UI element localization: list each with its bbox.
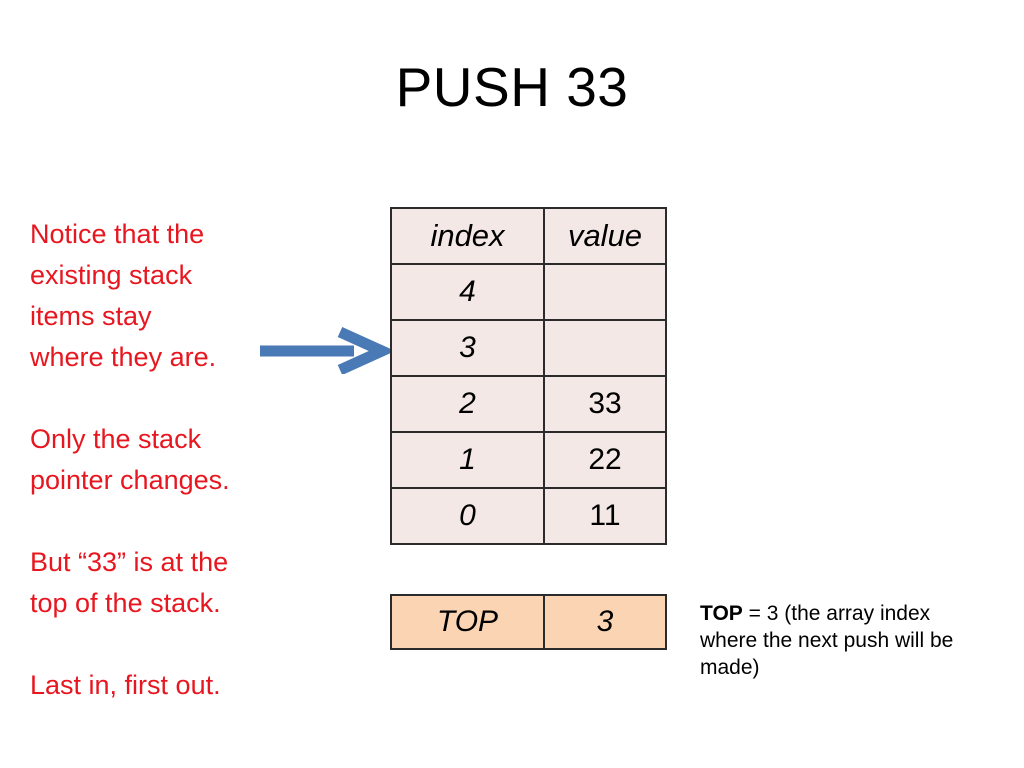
table-row: 0 11 xyxy=(390,487,667,545)
note-paragraph-2: Only the stack pointer changes. xyxy=(30,424,230,495)
stack-array-table: index value 4 3 2 33 1 22 0 11 xyxy=(390,207,667,545)
cell-index: 1 xyxy=(390,431,545,489)
page-title: PUSH 33 xyxy=(395,56,629,118)
table-row: 3 xyxy=(390,319,667,377)
cell-value: 11 xyxy=(543,487,667,545)
column-header-value: value xyxy=(543,207,667,265)
table-row: 1 22 xyxy=(390,431,667,489)
caption-rest: = 3 (the array index where the next push… xyxy=(700,602,954,679)
cell-value xyxy=(543,263,667,321)
right-arrow-icon xyxy=(260,326,390,374)
note-paragraph-1: Notice that the existing stack items sta… xyxy=(30,219,217,372)
cell-value xyxy=(543,319,667,377)
table-header-row: index value xyxy=(390,207,667,265)
column-header-index: index xyxy=(390,207,545,265)
top-pointer-caption: TOP = 3 (the array index where the next … xyxy=(700,600,960,681)
cell-index: 2 xyxy=(390,375,545,433)
top-pointer-box: TOP 3 xyxy=(390,594,667,650)
note-paragraph-4: Last in, first out. xyxy=(30,670,221,700)
cell-index: 0 xyxy=(390,487,545,545)
table-row: 2 33 xyxy=(390,375,667,433)
cell-value: 22 xyxy=(543,431,667,489)
cell-index: 4 xyxy=(390,263,545,321)
cell-index: 3 xyxy=(390,319,545,377)
caption-strong-label: TOP xyxy=(700,602,743,625)
top-pointer-value: 3 xyxy=(543,594,667,650)
note-paragraph-3: But “33” is at the top of the stack. xyxy=(30,547,229,618)
cell-value: 33 xyxy=(543,375,667,433)
table-row: 4 xyxy=(390,263,667,321)
top-pointer-label: TOP xyxy=(390,594,545,650)
notes-panel: Notice that the existing stack items sta… xyxy=(30,214,330,706)
top-pointer-row: TOP 3 xyxy=(390,594,667,650)
